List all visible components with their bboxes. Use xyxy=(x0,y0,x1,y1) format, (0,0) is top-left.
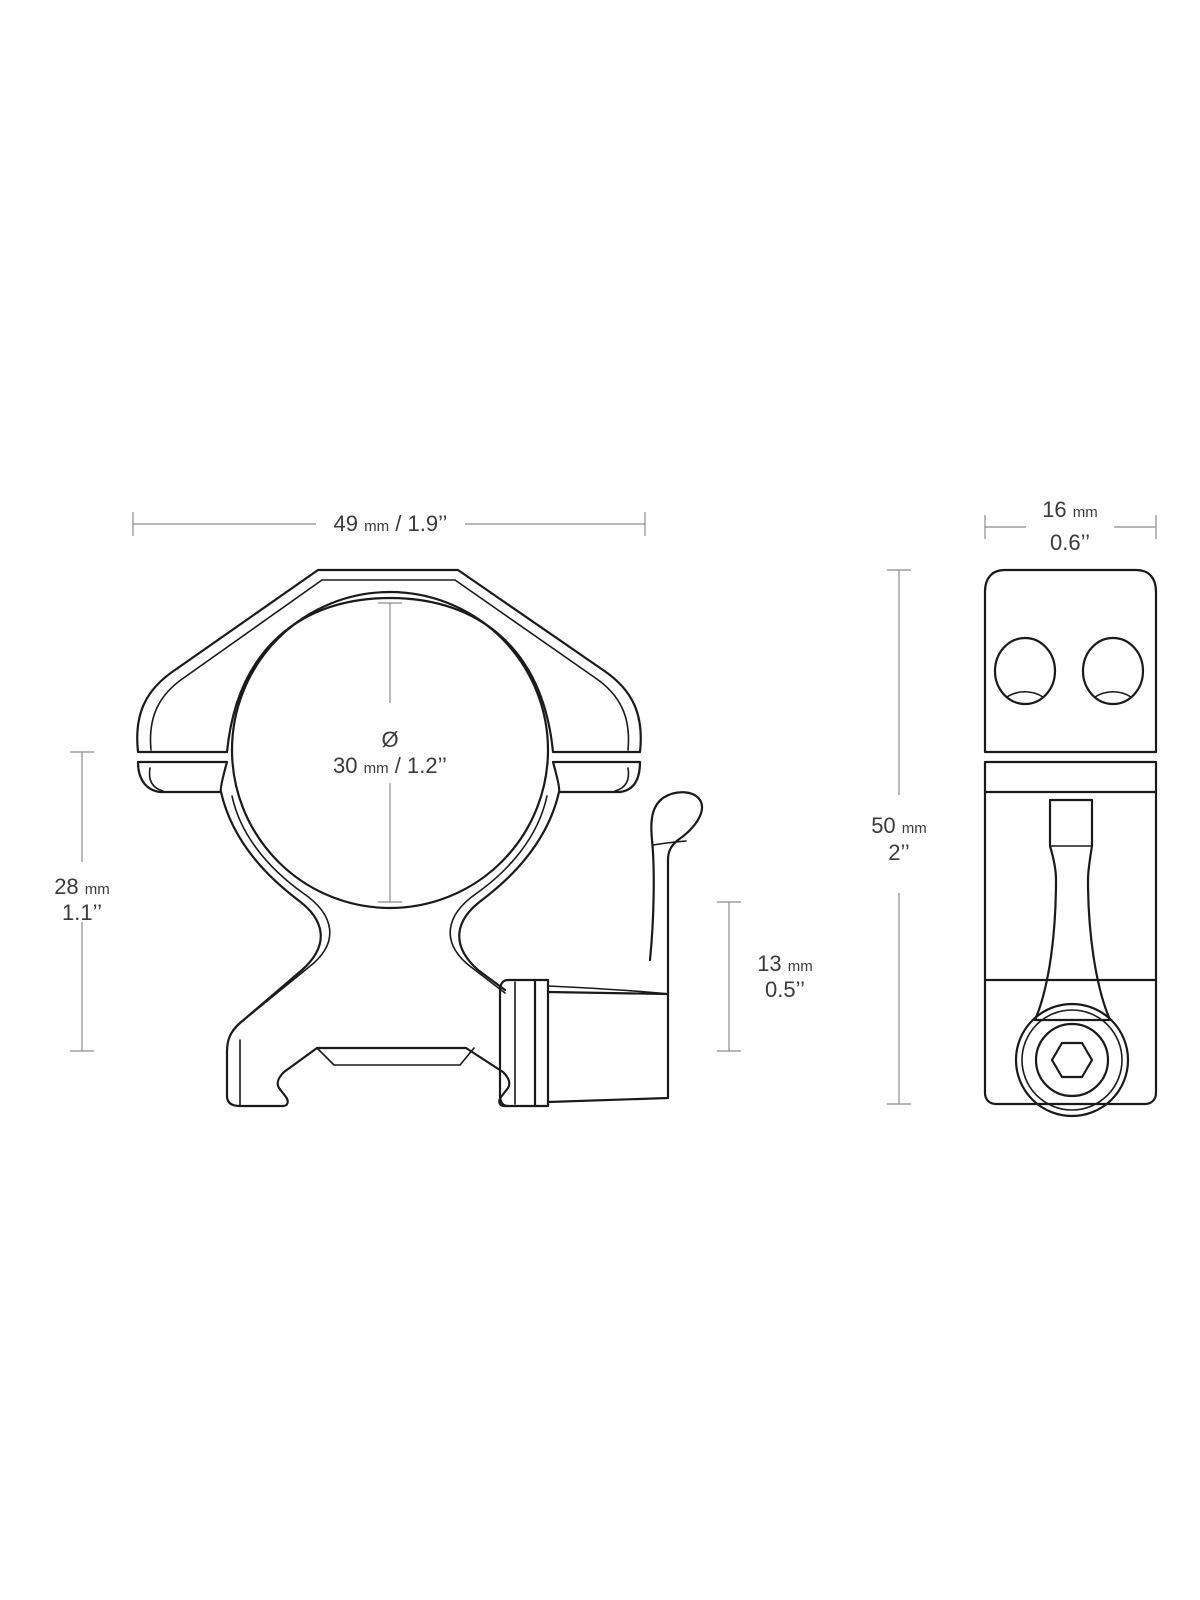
width-separator: / xyxy=(389,511,408,536)
ring-base xyxy=(219,790,511,1108)
total-height-unit: mm xyxy=(901,820,927,837)
total-height-imperial: 2’’ xyxy=(888,840,910,865)
diameter-value: 30 xyxy=(333,753,358,778)
width-dimension-line xyxy=(132,512,646,536)
diameter-imperial: 1.2’’ xyxy=(406,753,447,778)
scope-ring-side-view xyxy=(983,568,1158,1118)
total-height-value: 50 xyxy=(871,813,896,838)
side-lever xyxy=(1033,798,1112,1022)
ring-height-value: 28 xyxy=(54,874,79,899)
clamp-block xyxy=(498,978,537,1108)
lever-height-dimension-line xyxy=(717,901,741,1052)
side-base xyxy=(983,760,1158,1106)
lever-height-imperial: 0.5’’ xyxy=(765,977,805,1002)
width-unit: mm xyxy=(364,518,390,535)
hex-socket-icon xyxy=(1050,1041,1094,1079)
diameter-label: 30 mm / 1.2’’ xyxy=(315,755,465,777)
depth-unit: mm xyxy=(1072,504,1098,521)
ring-saddle-band xyxy=(136,760,229,794)
depth-imperial: 0.6’’ xyxy=(1050,530,1090,555)
width-value: 49 xyxy=(333,511,359,536)
depth-dimension-line xyxy=(984,515,1157,539)
width-label: 49 mm / 1.9’’ xyxy=(316,513,465,535)
side-top-cap xyxy=(983,568,1158,754)
width-imperial: 1.9’’ xyxy=(407,511,448,536)
scope-ring-front-view xyxy=(136,568,704,1108)
ring-top-cap xyxy=(136,568,642,754)
diameter-dimension-line xyxy=(378,602,402,903)
ring-height-dimension-line xyxy=(70,751,94,1052)
scope-bore xyxy=(230,590,550,910)
cap-screw-hole-right xyxy=(1081,636,1145,706)
depth-value: 16 xyxy=(1042,497,1067,522)
quick-release-lever xyxy=(648,791,704,996)
rail-slot xyxy=(316,1047,475,1066)
ring-height-label: 28 mm xyxy=(40,876,124,898)
lever-height-value: 13 xyxy=(757,951,782,976)
diameter-separator: / xyxy=(388,753,407,778)
lever-height-label: 13 mm xyxy=(745,953,825,975)
lever-barrel xyxy=(546,990,670,1104)
ring-height-unit: mm xyxy=(84,881,110,898)
depth-label: 16 mm xyxy=(1026,499,1114,521)
total-height-label: 50 mm xyxy=(856,815,942,837)
diameter-symbol: Ø xyxy=(381,727,399,752)
diameter-unit: mm xyxy=(363,760,389,777)
total-height-dimension-line xyxy=(887,569,911,1105)
ring-height-imperial: 1.1’’ xyxy=(62,900,102,925)
cap-screw-hole-left xyxy=(993,636,1057,706)
lever-nut xyxy=(1014,1002,1130,1118)
lever-height-unit: mm xyxy=(787,958,813,975)
